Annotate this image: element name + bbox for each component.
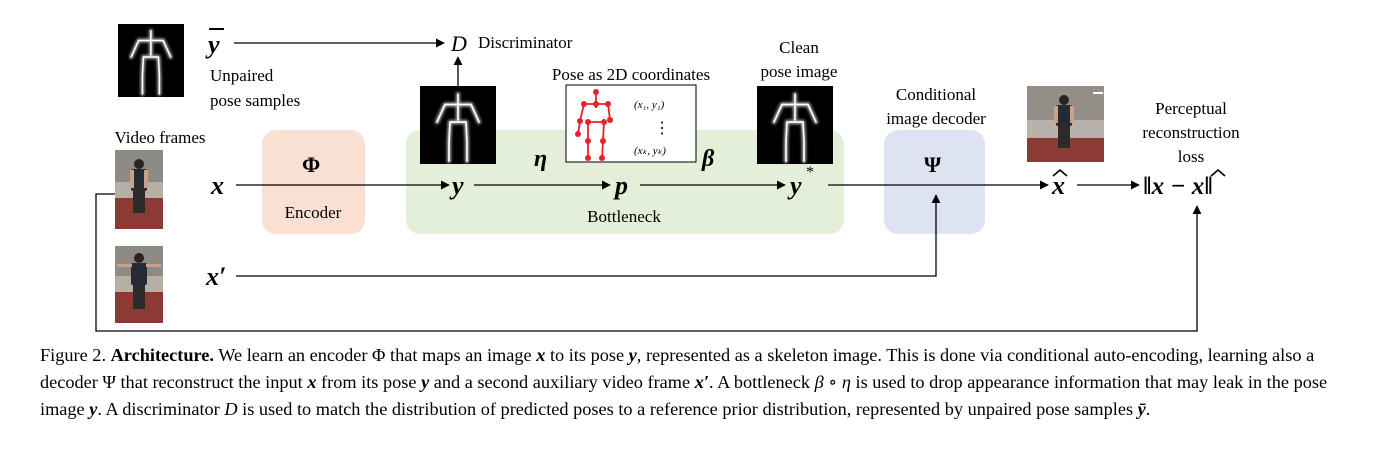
- caption-math: y: [89, 399, 98, 419]
- caption-text: and a second auxiliary video frame: [433, 372, 691, 392]
- label-perceptual-1: Perceptual: [1155, 99, 1227, 118]
- caption-text: . A bottleneck: [709, 372, 811, 392]
- coord-vdots: ⋮: [654, 118, 670, 137]
- symbol-x-hat: x: [1051, 171, 1065, 200]
- caption-text: to its pose: [549, 345, 625, 365]
- pose-coordinates-box: (x₁, y₁) ⋮ (xₖ, yₖ): [565, 84, 697, 163]
- caption-figure-number: Figure 2.: [40, 345, 107, 365]
- x-hat-accent: [1052, 168, 1068, 177]
- label-video-frames: Video frames: [114, 128, 205, 147]
- symbol-loss: ‖x − x‖: [1143, 173, 1213, 200]
- caption-text: We learn an encoder Φ that maps an image: [218, 345, 532, 365]
- label-conditional-2: image decoder: [886, 109, 986, 128]
- encoder-box: [262, 130, 365, 234]
- symbol-phi: Φ: [302, 152, 320, 177]
- label-clean-1: Clean: [779, 38, 819, 57]
- caption-math: y: [628, 345, 637, 365]
- caption-text: is used to drop appearance information t…: [40, 372, 1328, 419]
- caption-math: x′: [694, 372, 709, 392]
- symbol-p: p: [613, 171, 628, 200]
- label-pose-coords: Pose as 2D coordinates: [552, 65, 710, 84]
- label-perceptual-3: loss: [1178, 147, 1204, 166]
- caption-math: ȳ: [1137, 399, 1146, 419]
- symbol-y-star: y: [787, 171, 802, 200]
- reconstructed-frame: [1027, 86, 1104, 162]
- caption-text: from its pose: [321, 372, 417, 392]
- arrow-xprime-to-decoder: [236, 194, 941, 277]
- symbol-y: y: [449, 171, 464, 200]
- bottleneck-box: [406, 130, 844, 234]
- symbol-x: x: [210, 171, 224, 200]
- caption-title: Architecture.: [110, 345, 214, 365]
- symbol-x-prime: x′: [205, 262, 226, 291]
- label-unpaired-1: Unpaired: [210, 66, 274, 85]
- loss-hat-accent: [1210, 168, 1226, 177]
- video-frame-x: [115, 150, 163, 229]
- caption-math: x: [536, 345, 546, 365]
- label-unpaired-2: pose samples: [210, 91, 300, 110]
- label-bottleneck: Bottleneck: [587, 207, 661, 226]
- arrow-x-to-loss: [95, 193, 1202, 332]
- caption-text: .: [1145, 399, 1151, 419]
- figure-caption: Figure 2. Architecture. We learn an enco…: [40, 342, 1360, 423]
- symbol-beta: β: [701, 146, 715, 172]
- clean-pose-image: [757, 86, 833, 164]
- caption-math: x: [307, 372, 317, 392]
- caption-text: is used to match the distribution of pre…: [242, 399, 1134, 419]
- architecture-diagram: (x₁, y₁) ⋮ (xₖ, yₖ): [95, 24, 1240, 332]
- label-encoder: Encoder: [285, 203, 342, 222]
- caption-math: D: [224, 399, 238, 419]
- red-skeleton-icon: [575, 89, 613, 161]
- symbol-psi: Ψ: [924, 152, 942, 177]
- caption-text: , represented as a skeleton image. This …: [40, 345, 1315, 392]
- label-conditional-1: Conditional: [896, 85, 977, 104]
- caption-text: . A discriminator: [97, 399, 220, 419]
- coord-last: (xₖ, yₖ): [634, 145, 666, 157]
- label-perceptual-2: reconstruction: [1142, 123, 1240, 142]
- caption-math: β ∘ η: [814, 372, 851, 392]
- label-discriminator: Discriminator: [478, 33, 573, 52]
- label-clean-2: pose image: [761, 62, 838, 81]
- symbol-eta: η: [534, 146, 547, 172]
- video-frame-x-prime: [115, 246, 163, 323]
- unpaired-pose-image: [118, 24, 184, 97]
- symbol-star: *: [806, 164, 814, 181]
- pose-image-y: [420, 86, 496, 164]
- coord-first: (x₁, y₁): [634, 99, 665, 111]
- symbol-D: D: [450, 31, 467, 56]
- symbol-y-bar: y: [205, 30, 220, 59]
- caption-math: y: [421, 372, 430, 392]
- decoder-box: [884, 130, 985, 234]
